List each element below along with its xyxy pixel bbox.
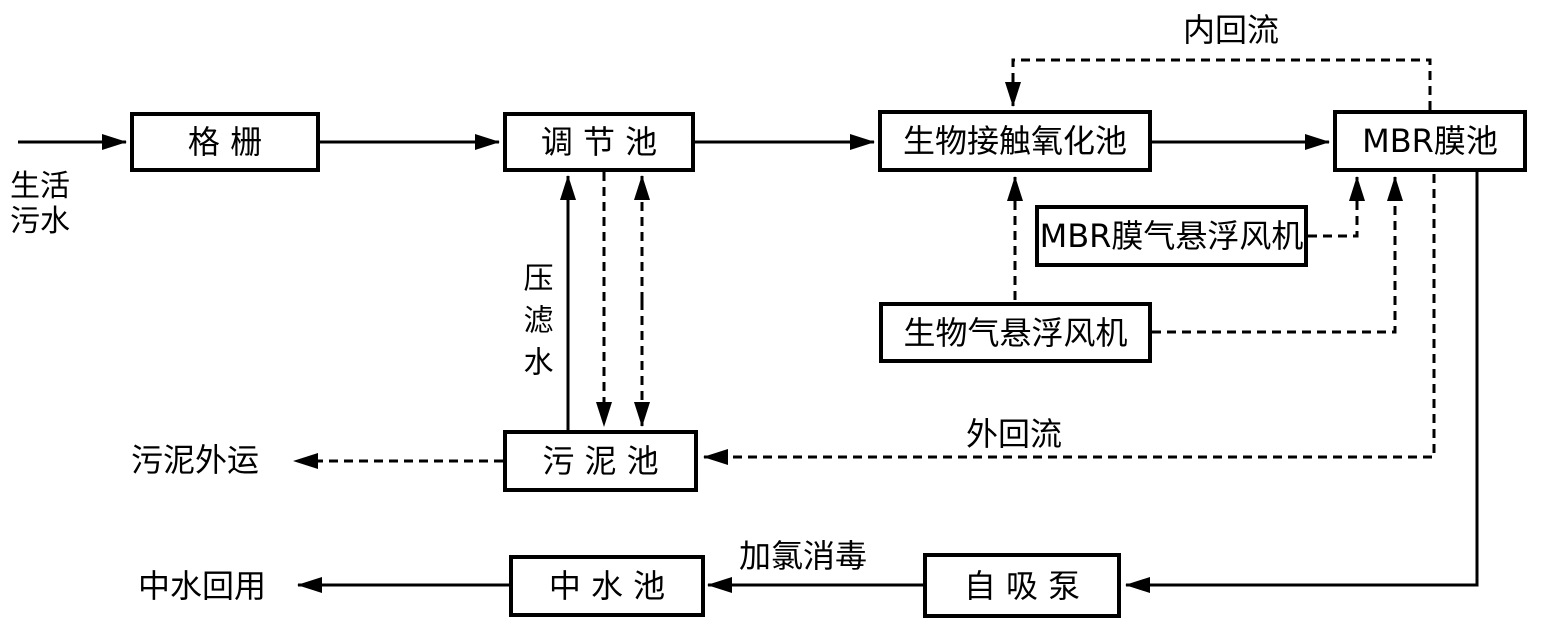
mbr-to-pump-line	[1125, 172, 1479, 593]
chlorination-label: 加氯消毒	[739, 537, 868, 575]
box-regulating-tank-label: 调 节 池	[540, 123, 658, 161]
box-mbr-tank: MBR膜池	[1333, 110, 1527, 172]
box-mbr-tank-label: MBR膜池	[1362, 122, 1498, 160]
box-screen: 格 栅	[130, 112, 320, 172]
box-sludge-tank-label: 污 泥 池	[542, 442, 659, 480]
press-filtrate-label: 压滤水	[517, 262, 553, 388]
box-bio-blower-label: 生物气悬浮风机	[903, 313, 1128, 352]
box-self-priming-pump: 自 吸 泵	[923, 553, 1121, 618]
inner-reflux-line	[1005, 58, 1432, 110]
box-regulating-tank: 调 节 池	[503, 112, 695, 172]
influent-label: 生活 污水	[10, 169, 70, 239]
box-bio-blower: 生物气悬浮风机	[879, 302, 1152, 363]
box-bio-contact-tank-label: 生物接触氧化池	[902, 122, 1127, 160]
inner-reflux-label: 内回流	[1182, 11, 1279, 49]
box-sludge-tank: 污 泥 池	[503, 430, 698, 492]
bio-blower-to-mbr-line	[1152, 176, 1403, 334]
box-reclaimed-tank: 中 水 池	[509, 555, 705, 617]
box-mbr-blower: MBR膜气悬浮风机	[1035, 205, 1308, 267]
box-self-priming-pump-label: 自 吸 泵	[963, 566, 1081, 605]
box-screen-label: 格 栅	[187, 123, 263, 161]
mbr-blower-to-mbr-line	[1308, 176, 1365, 238]
reclaimed-reuse-label: 中水回用	[138, 567, 267, 605]
box-bio-contact-tank: 生物接触氧化池	[878, 110, 1152, 172]
box-reclaimed-tank-label: 中 水 池	[548, 567, 666, 605]
influent-label-line2: 污水	[10, 203, 70, 239]
influent-label-line1: 生活	[10, 169, 70, 204]
box-mbr-blower-label: MBR膜气悬浮风机	[1039, 217, 1304, 255]
sludge-out-label: 污泥外运	[131, 441, 260, 479]
outer-reflux-line	[703, 174, 1436, 465]
outer-reflux-label: 外回流	[965, 415, 1062, 453]
